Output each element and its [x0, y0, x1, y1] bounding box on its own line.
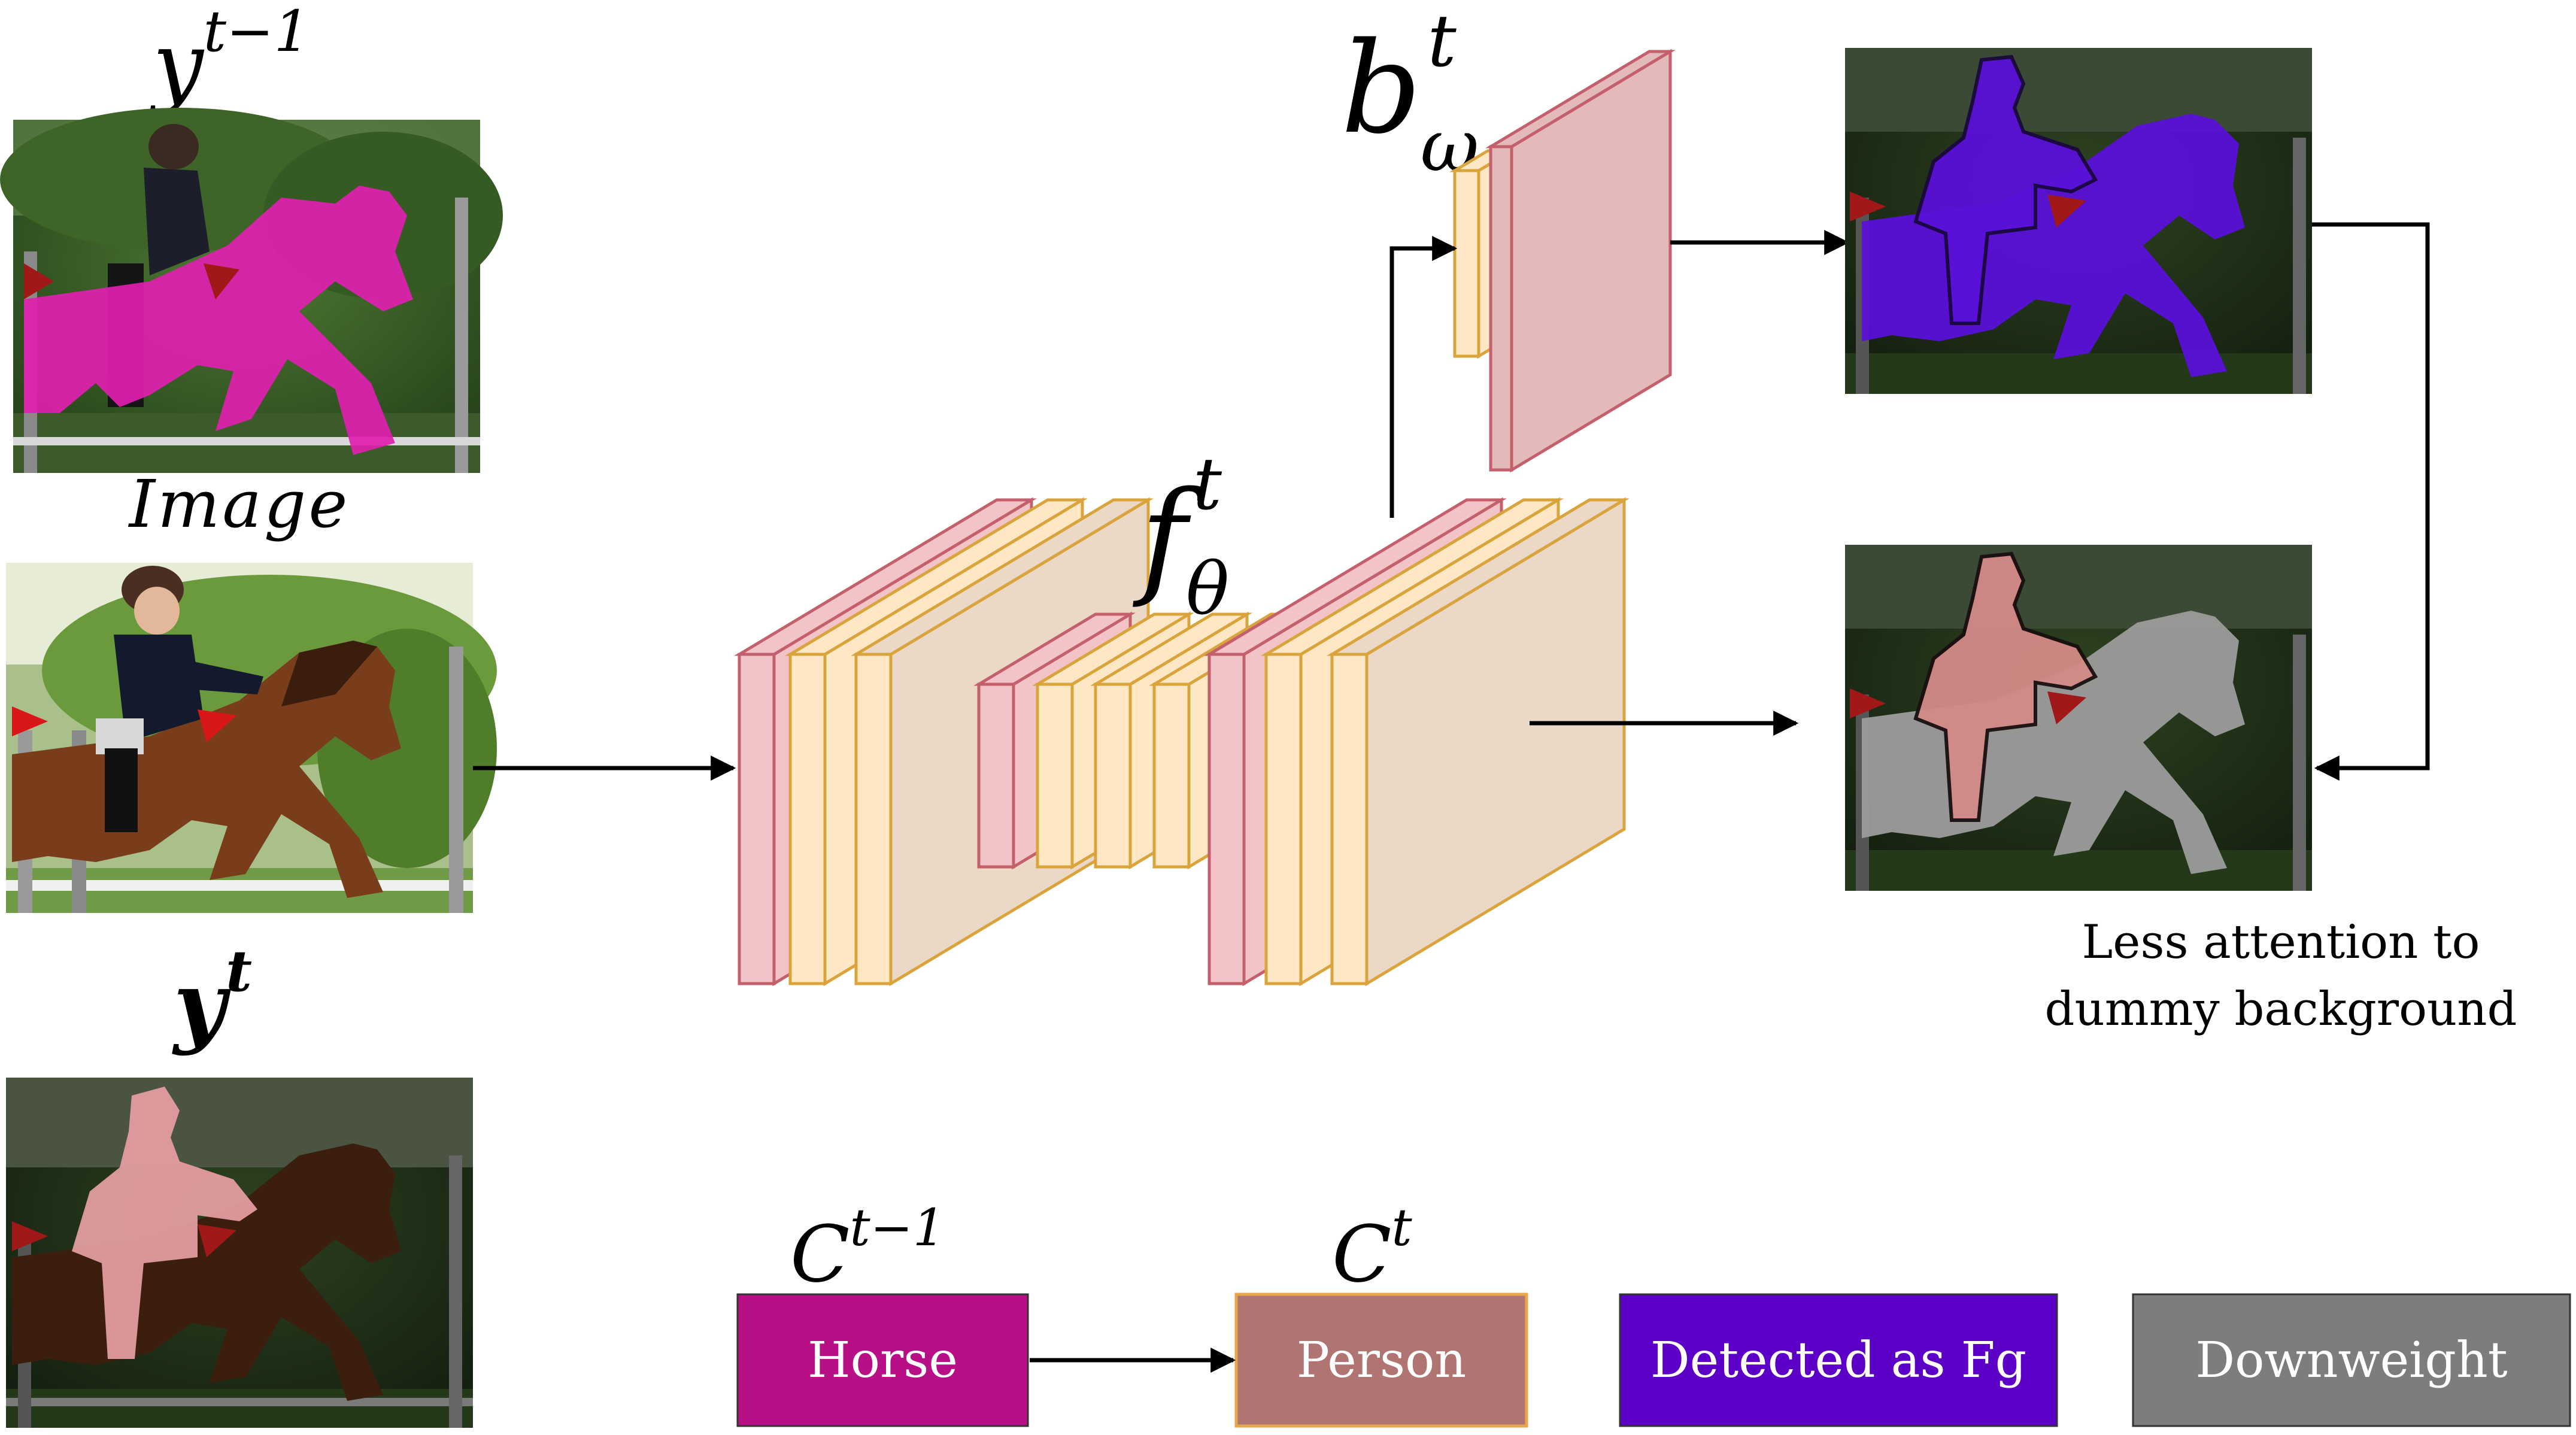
image-label: Image [128, 466, 350, 542]
person-mask-curr [72, 1087, 257, 1359]
y-prev-sup: t−1 [204, 0, 310, 65]
c-curr-base: C [1332, 1209, 1391, 1300]
legend: Horse Person Detected as Fg Downweight [736, 1293, 2571, 1428]
layer-10-yellow [1326, 497, 1630, 987]
person-mask-output [1913, 551, 2098, 822]
legend-item-detected-as-fg: Detected as Fg [1619, 1293, 2058, 1427]
legend-item-person: Person [1234, 1293, 1528, 1428]
legend-swatch [2132, 1293, 2571, 1427]
c-curr-label: Ct [1332, 1199, 1412, 1300]
c-prev-base: C [790, 1209, 849, 1300]
f-theta-sub: θ [1186, 548, 1229, 631]
attention-note-line2: dummy background [2045, 982, 2517, 1036]
head-pink-layer [1485, 48, 1676, 473]
legend-label: Downweight [2195, 1332, 2507, 1389]
feature-extractor [733, 497, 1630, 987]
horse-mask-prev [24, 186, 413, 455]
y-curr-label: yt [172, 938, 252, 1057]
f-theta-sup: t [1193, 443, 1222, 526]
legend-label: Horse [808, 1332, 958, 1389]
legend-swatch [736, 1293, 1029, 1427]
image-original [6, 563, 497, 913]
legend-item-horse: Horse [736, 1293, 1029, 1427]
y-prev-label: yt−1 [149, 0, 310, 117]
y-prev-base: y [149, 13, 205, 117]
arrow-prediction-to-output [2312, 222, 2430, 781]
legend-item-downweight: Downweight [2132, 1293, 2571, 1427]
arrow-network-to-head [1389, 236, 1458, 518]
image-detected-fg [1845, 48, 2312, 394]
legend-label: Detected as Fg [1650, 1332, 2026, 1389]
attention-note-line1: Less attention to [2082, 915, 2480, 969]
c-prev-label: Ct−1 [790, 1199, 945, 1300]
classifier-head [1449, 48, 1676, 473]
y-curr-sup: t [226, 938, 252, 1005]
image-downweight [1845, 545, 2312, 891]
image-y-curr [6, 1078, 473, 1428]
b-omega-base: b [1341, 15, 1421, 162]
c-prev-sup: t−1 [849, 1199, 945, 1258]
legend-swatch [1234, 1293, 1528, 1428]
legend-label: Person [1297, 1332, 1466, 1389]
legend-swatch [1619, 1293, 2058, 1427]
c-curr-sup: t [1391, 1199, 1412, 1258]
b-omega-sup: t [1427, 0, 1457, 83]
y-curr-base: y [172, 952, 231, 1057]
image-y-prev [0, 108, 503, 473]
